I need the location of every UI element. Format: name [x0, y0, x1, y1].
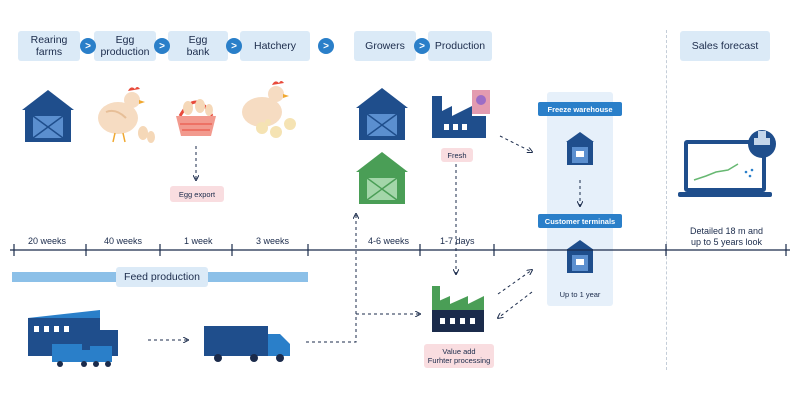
timeline-label: 1 week — [184, 236, 213, 246]
egg-export-label: Egg export — [170, 186, 224, 202]
forecast-divider — [666, 30, 667, 370]
timeline-label: 4-6 weeks — [368, 236, 410, 246]
stage-egg-production: Egg production — [94, 31, 156, 61]
value-add-label: Value add Furhter processing — [424, 344, 494, 368]
timeline — [10, 244, 790, 256]
timeline-label: 40 weeks — [104, 236, 143, 246]
hen-with-eggs-icon — [98, 87, 155, 143]
freeze-warehouse-label: Freeze warehouse — [538, 102, 622, 116]
barn-icon — [22, 90, 74, 142]
customer-terminals-label: Customer terminals — [538, 214, 622, 228]
barn-icon — [356, 88, 408, 140]
up-to-1-year-label: Up to 1 year — [559, 290, 601, 299]
stage-label: Sales forecast — [691, 40, 759, 52]
truck-icon — [204, 326, 290, 362]
stage-label: Rearing farms — [30, 34, 68, 58]
stage-growers: Growers — [354, 31, 416, 61]
stage-hatchery: Hatchery — [240, 31, 310, 61]
stage-production: Production — [428, 31, 492, 61]
chevron-right-icon: > — [226, 38, 242, 54]
timeline-label: 3 weeks — [256, 236, 290, 246]
stage-label: Egg bank — [186, 34, 210, 58]
chevron-right-icon: > — [80, 38, 96, 54]
chevron-right-icon: > — [154, 38, 170, 54]
stage-label: Production — [434, 40, 486, 52]
feed-production-label: Feed production — [116, 267, 208, 287]
chevron-right-icon: > — [318, 38, 334, 54]
stage-label: Egg production — [100, 34, 150, 58]
timeline-label: 20 weeks — [28, 236, 67, 246]
feed-factory-icon — [28, 310, 118, 367]
warehouse-icon — [566, 132, 594, 165]
stage-egg-bank: Egg bank — [168, 31, 228, 61]
stage-rearing-farms: Rearing farms — [18, 31, 80, 61]
fresh-label: Fresh — [441, 148, 473, 162]
factory-icon — [432, 90, 490, 138]
timeline-label: Detailed 18 m and up to 5 years look — [690, 226, 764, 247]
green-factory-icon — [432, 286, 484, 332]
egg-basket-icon — [176, 99, 216, 136]
stage-label: Growers — [365, 40, 405, 52]
green-barn-icon — [356, 152, 408, 204]
stage-sales-forecast: Sales forecast — [680, 31, 770, 61]
chevron-right-icon: > — [414, 38, 430, 54]
warehouse-icon — [566, 240, 594, 273]
laptop-chart-icon — [678, 130, 776, 197]
hen-with-chicks-icon — [242, 81, 296, 138]
timeline-label: 1-7 days — [440, 236, 475, 246]
stage-label: Hatchery — [253, 40, 296, 52]
